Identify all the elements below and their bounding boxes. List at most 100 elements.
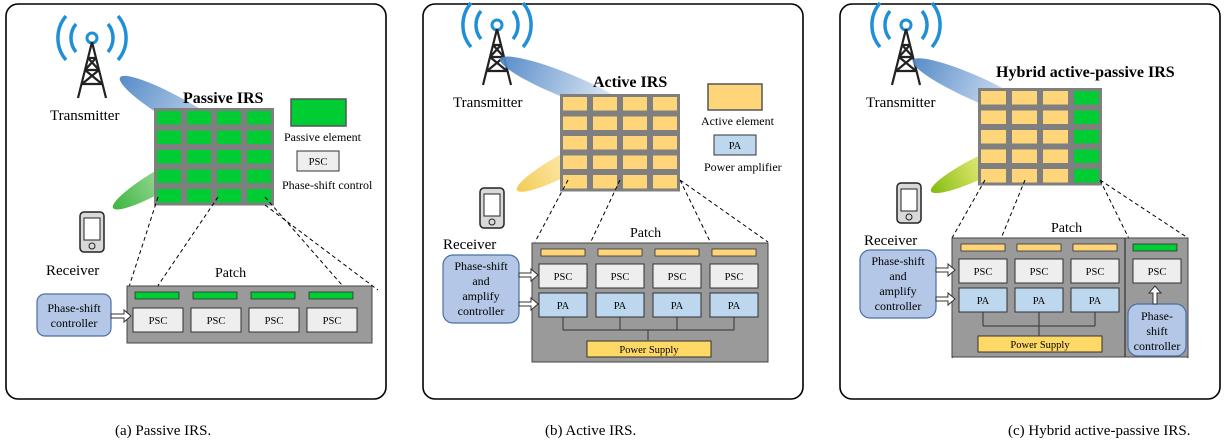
irs-element xyxy=(593,155,617,169)
receiver-phone-icon xyxy=(896,182,922,224)
transmitter-antenna-icon xyxy=(461,1,533,86)
controller-line-2: and xyxy=(472,274,489,288)
controller-line-3: amplify xyxy=(462,289,499,303)
irs-element-grid xyxy=(560,94,680,192)
irs-element xyxy=(1074,91,1099,105)
element-strip xyxy=(654,248,700,257)
psc-module-label: PSC xyxy=(1086,267,1105,278)
irs-element xyxy=(247,150,271,164)
irs-element xyxy=(217,150,241,164)
phase-shift-amplify-controller xyxy=(859,249,937,319)
element-strip xyxy=(250,291,296,300)
receiver-label: Receiver xyxy=(46,263,99,279)
irs-element xyxy=(1043,130,1068,144)
patch-label: Patch xyxy=(215,266,246,281)
pa-module-label: PA xyxy=(1033,296,1046,307)
irs-title: Passive IRS xyxy=(183,90,264,107)
irs-element xyxy=(187,150,211,164)
legend-pa-desc: Power amplifier xyxy=(704,160,782,174)
irs-element xyxy=(247,169,271,183)
element-strip xyxy=(308,291,354,300)
irs-title: Active IRS xyxy=(593,74,667,91)
psc-module-label: PSC xyxy=(1030,267,1049,278)
irs-element xyxy=(157,150,181,164)
irs-element xyxy=(247,189,271,203)
legend-element-label: Active element xyxy=(701,114,775,128)
caption: (b) Active IRS. xyxy=(545,423,636,439)
panel-active: Transmitter Active IRS Active element PA… xyxy=(422,1,804,439)
irs-element xyxy=(981,149,1006,163)
psc-module xyxy=(1070,258,1120,284)
irs-element xyxy=(1012,149,1037,163)
pa-module-label: PA xyxy=(977,296,990,307)
psc-module xyxy=(652,263,702,289)
irs-element xyxy=(1043,169,1068,183)
psc-module xyxy=(1014,258,1064,284)
psc-module-label: PSC xyxy=(974,267,993,278)
element-strip xyxy=(960,243,1006,252)
irs-element xyxy=(653,155,677,169)
irs-element xyxy=(187,189,211,203)
irs-element xyxy=(563,175,587,189)
pa-module xyxy=(1070,287,1120,313)
legend-pa-box-label: PA xyxy=(729,141,742,152)
psc-module xyxy=(595,263,645,289)
irs-element xyxy=(653,175,677,189)
irs-element xyxy=(1043,91,1068,105)
sub-controller-line-2: shift xyxy=(1146,324,1168,338)
psc-module-label: PSC xyxy=(1148,267,1167,278)
caption: (c) Hybrid active-passive IRS. xyxy=(1008,423,1190,439)
irs-element xyxy=(157,111,181,125)
pa-module xyxy=(652,292,702,318)
irs-element xyxy=(1043,149,1068,163)
caption: (a) Passive IRS. xyxy=(115,423,211,439)
irs-element xyxy=(187,111,211,125)
element-strip xyxy=(1072,243,1118,252)
controller-line-4: controller xyxy=(458,304,505,318)
psc-module-label: PSC xyxy=(323,316,342,327)
irs-element xyxy=(563,97,587,111)
sub-controller-arrow xyxy=(1147,285,1163,305)
element-strip xyxy=(192,291,238,300)
panel-passive: Transmitter Passive IRS Passive element … xyxy=(5,3,387,439)
irs-element xyxy=(653,136,677,150)
panel-hybrid: Transmitter Hybrid active-passive IRS Re… xyxy=(839,1,1221,439)
transmitter-label: Transmitter xyxy=(866,95,935,111)
controller-line-1: Phase-shift xyxy=(454,259,508,273)
element-strip xyxy=(1016,243,1062,252)
irs-element xyxy=(593,97,617,111)
controller-line-4: controller xyxy=(875,299,922,313)
psc-module xyxy=(190,307,242,333)
psc-module xyxy=(1132,258,1182,284)
element-strip xyxy=(540,248,586,257)
controller-arrow xyxy=(110,308,132,324)
irs-element xyxy=(981,130,1006,144)
controller-arrow-pa xyxy=(935,291,956,307)
irs-element xyxy=(247,130,271,144)
irs-element xyxy=(563,155,587,169)
controller-line-2: controller xyxy=(51,316,98,330)
irs-element xyxy=(157,130,181,144)
irs-element-grid xyxy=(154,108,274,206)
irs-element xyxy=(1012,91,1037,105)
irs-element xyxy=(593,136,617,150)
irs-element xyxy=(1012,130,1037,144)
transmitter-label: Transmitter xyxy=(453,95,522,111)
irs-element xyxy=(1012,110,1037,124)
irs-element xyxy=(563,136,587,150)
psc-module-label: PSC xyxy=(149,316,168,327)
irs-element xyxy=(623,97,647,111)
pa-module-label: PA xyxy=(557,301,570,312)
legend-psc-desc: Phase-shift control xyxy=(282,178,373,192)
controller-line-1: Phase-shift xyxy=(47,301,101,315)
patch-label: Patch xyxy=(1051,221,1082,236)
irs-element xyxy=(623,136,647,150)
psc-module-label: PSC xyxy=(611,272,630,283)
irs-element xyxy=(247,111,271,125)
psc-module xyxy=(538,263,588,289)
irs-element xyxy=(187,169,211,183)
irs-element xyxy=(563,116,587,130)
